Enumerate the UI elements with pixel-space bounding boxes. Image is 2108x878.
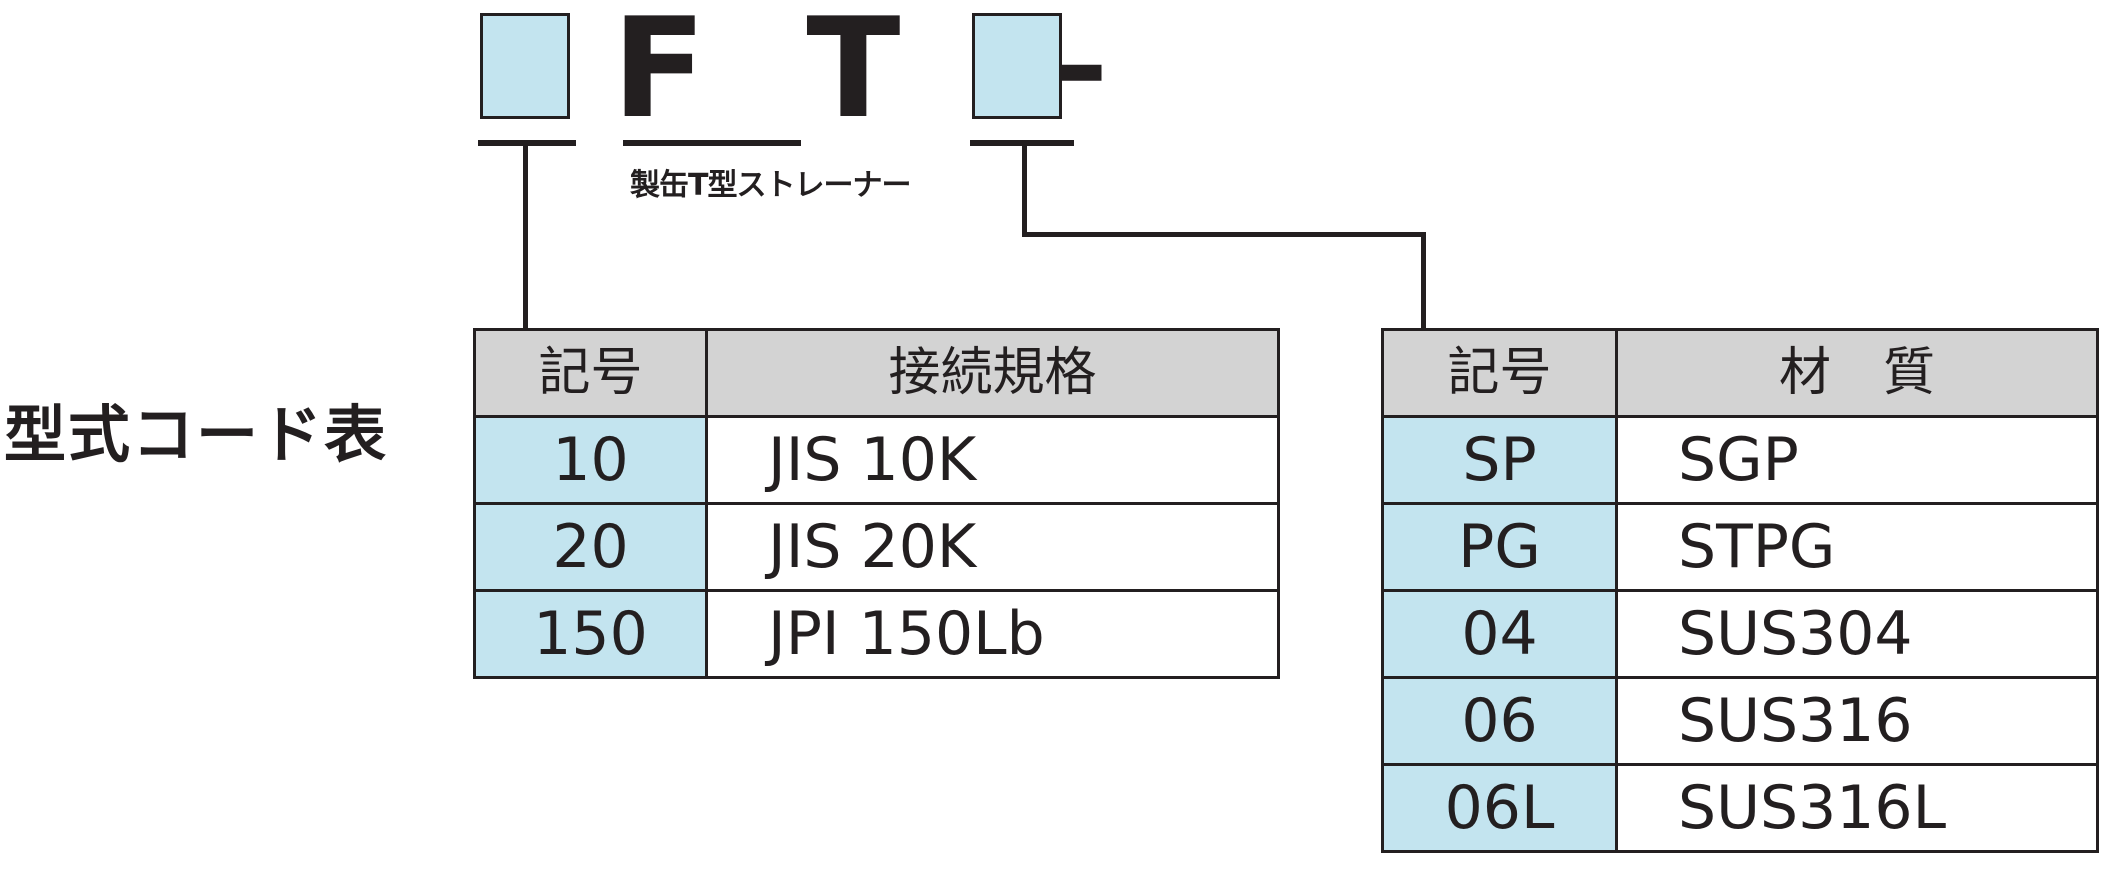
code-cell: PG: [1381, 502, 1618, 592]
page-title: 型式コード表: [4, 398, 389, 471]
header-connection-standard: 接続規格: [705, 328, 1280, 418]
material-table: 記号 材 質 SP SGP PG STPG 04 SUS304 06 SUS31…: [1381, 328, 2099, 853]
value-cell: SUS316L: [1615, 763, 2099, 853]
code-cell: SP: [1381, 415, 1618, 505]
connector-right-drop: [1022, 143, 1027, 235]
value-cell: SGP: [1615, 415, 2099, 505]
code-cell: 06: [1381, 676, 1618, 766]
connection-standard-table: 記号 接続規格 10 JIS 10K 20 JIS 20K 150 JPI 15…: [473, 328, 1280, 679]
value-cell: SUS304: [1615, 589, 2099, 679]
underline-prefix: [623, 140, 801, 146]
connector-left: [523, 143, 528, 330]
value-cell: JIS 20K: [705, 502, 1280, 592]
table-row: 06L SUS316L: [1381, 763, 2099, 853]
connection-code-placeholder: [480, 13, 570, 119]
material-code-placeholder: [972, 13, 1062, 119]
table-row: 150 JPI 150Lb: [473, 589, 1280, 679]
value-cell: STPG: [1615, 502, 2099, 592]
header-symbol: 記号: [1381, 328, 1618, 418]
value-cell: JPI 150Lb: [705, 589, 1280, 679]
table-header-row: 記号 材 質: [1381, 328, 2099, 418]
value-cell: JIS 10K: [705, 415, 1280, 505]
connector-right-rise: [1421, 232, 1426, 330]
value-cell: SUS316: [1615, 676, 2099, 766]
table-row: SP SGP: [1381, 415, 2099, 505]
table-row: 06 SUS316: [1381, 676, 2099, 766]
product-name: 製缶T型ストレーナー: [630, 168, 911, 203]
code-cell: 06L: [1381, 763, 1618, 853]
table-header-row: 記号 接続規格: [473, 328, 1280, 418]
code-cell: 04: [1381, 589, 1618, 679]
code-cell: 20: [473, 502, 708, 592]
code-cell: 10: [473, 415, 708, 505]
table-row: 20 JIS 20K: [473, 502, 1280, 592]
header-symbol: 記号: [473, 328, 708, 418]
model-prefix: F T −: [612, 0, 1143, 149]
connector-right-run: [1022, 232, 1425, 237]
header-material: 材 質: [1615, 328, 2099, 418]
table-row: 10 JIS 10K: [473, 415, 1280, 505]
table-row: 04 SUS304: [1381, 589, 2099, 679]
table-row: PG STPG: [1381, 502, 2099, 592]
code-cell: 150: [473, 589, 708, 679]
